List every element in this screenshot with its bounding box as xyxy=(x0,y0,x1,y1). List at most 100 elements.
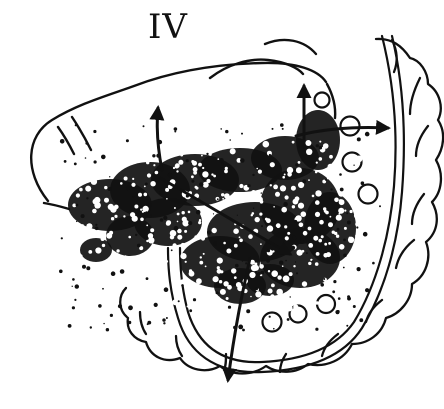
mass-speck xyxy=(316,162,318,164)
mass-speck xyxy=(306,149,312,155)
mass-speck xyxy=(126,275,133,282)
mass-speck xyxy=(121,276,123,278)
mass-speck xyxy=(142,211,144,213)
mass-speck xyxy=(199,219,201,221)
mass-fringe-speck xyxy=(273,328,275,330)
mass-speck xyxy=(315,262,319,266)
mass-speck xyxy=(315,190,321,196)
mass-fringe-speck xyxy=(193,298,196,301)
mass-fringe-speck xyxy=(310,140,311,141)
mass-speck xyxy=(285,195,289,199)
mass-fringe-speck xyxy=(94,160,97,163)
mass-fringe-speck xyxy=(343,267,345,269)
mass-speck xyxy=(178,160,183,165)
mass-fringe-speck xyxy=(157,180,160,183)
mass-speck xyxy=(198,163,202,167)
mass-speck xyxy=(277,308,279,310)
mass-fringe-speck xyxy=(72,278,75,281)
mass-speck xyxy=(344,227,347,230)
mass-fringe-speck xyxy=(296,272,298,274)
mass-speck xyxy=(161,268,165,272)
mass-speck xyxy=(293,199,299,205)
mass-speck xyxy=(146,153,149,156)
mass-speck xyxy=(100,233,106,239)
mass-speck xyxy=(166,220,171,225)
mass-speck xyxy=(291,186,296,191)
mass-speck xyxy=(206,179,210,183)
mass-fringe-speck xyxy=(269,154,271,156)
mass-speck xyxy=(94,283,99,288)
mass-speck xyxy=(217,158,219,160)
mass-fringe-speck xyxy=(343,254,347,258)
mass-fringe-speck xyxy=(75,284,79,288)
mass-speck xyxy=(137,257,144,264)
mass-speck xyxy=(109,231,113,235)
mass-speck xyxy=(239,239,243,243)
mass-speck xyxy=(188,211,191,214)
mass-fringe-speck xyxy=(357,267,361,271)
mass-speck xyxy=(217,266,220,269)
mass-fringe-speck xyxy=(332,290,335,293)
mass-speck xyxy=(224,193,230,199)
mass-speck xyxy=(356,286,360,290)
mass-speck xyxy=(131,142,136,147)
mass-speck xyxy=(357,172,362,177)
mass-fringe-speck xyxy=(347,221,351,225)
mass-speck xyxy=(248,234,253,239)
mass-speck xyxy=(181,243,186,248)
mass-fringe-speck xyxy=(76,221,77,222)
mass-fringe-speck xyxy=(150,214,153,217)
mass-speck xyxy=(150,181,155,186)
mass-fringe-speck xyxy=(266,259,270,263)
mass-fringe-speck xyxy=(168,173,173,178)
mass-speck xyxy=(223,242,226,245)
mass-speck xyxy=(324,243,327,246)
mass-speck xyxy=(177,235,182,240)
mass-speck xyxy=(329,155,333,159)
mass-speck xyxy=(146,225,148,227)
mass-speck xyxy=(316,252,320,256)
mass-speck xyxy=(270,162,275,167)
mass-speck xyxy=(102,305,104,307)
mass-speck xyxy=(85,148,88,151)
mass-fringe-speck xyxy=(298,146,300,148)
mass-speck xyxy=(209,153,212,156)
mass-speck xyxy=(308,179,310,181)
mass-speck xyxy=(253,265,259,271)
mass-fringe-speck xyxy=(147,323,149,325)
mass-fringe-speck xyxy=(291,246,295,250)
mass-fringe-speck xyxy=(174,226,179,231)
mass-fringe-speck xyxy=(272,128,274,130)
mass-speck xyxy=(223,281,228,286)
mass-speck xyxy=(177,213,180,216)
mass-speck xyxy=(116,277,120,281)
mass-speck xyxy=(84,236,88,240)
mass-speck xyxy=(176,170,178,172)
mass-speck xyxy=(95,247,101,253)
mass-fringe-speck xyxy=(164,287,169,292)
mass-fringe-speck xyxy=(361,181,365,185)
mass-fringe-speck xyxy=(189,317,191,319)
mass-fringe-speck xyxy=(365,132,370,137)
mass-speck xyxy=(221,305,225,309)
mass-speck xyxy=(321,235,324,238)
mass-fringe-speck xyxy=(379,205,381,207)
mass-speck xyxy=(185,261,187,263)
mass-speck xyxy=(126,147,129,150)
mass-speck xyxy=(122,159,125,162)
mass-fringe-speck xyxy=(280,123,284,127)
mass-speck xyxy=(315,200,320,205)
mass-speck xyxy=(245,137,251,143)
mass-fringe-speck xyxy=(285,260,287,262)
mass-speck xyxy=(191,175,194,178)
mass-fringe-speck xyxy=(339,173,342,176)
mass-speck xyxy=(226,297,229,300)
mass-speck xyxy=(273,185,278,190)
mass-speck xyxy=(352,283,354,285)
mass-speck xyxy=(308,243,313,248)
mass-speck xyxy=(175,289,177,291)
mass-speck xyxy=(284,225,287,228)
mass-fringe-speck xyxy=(255,287,258,290)
